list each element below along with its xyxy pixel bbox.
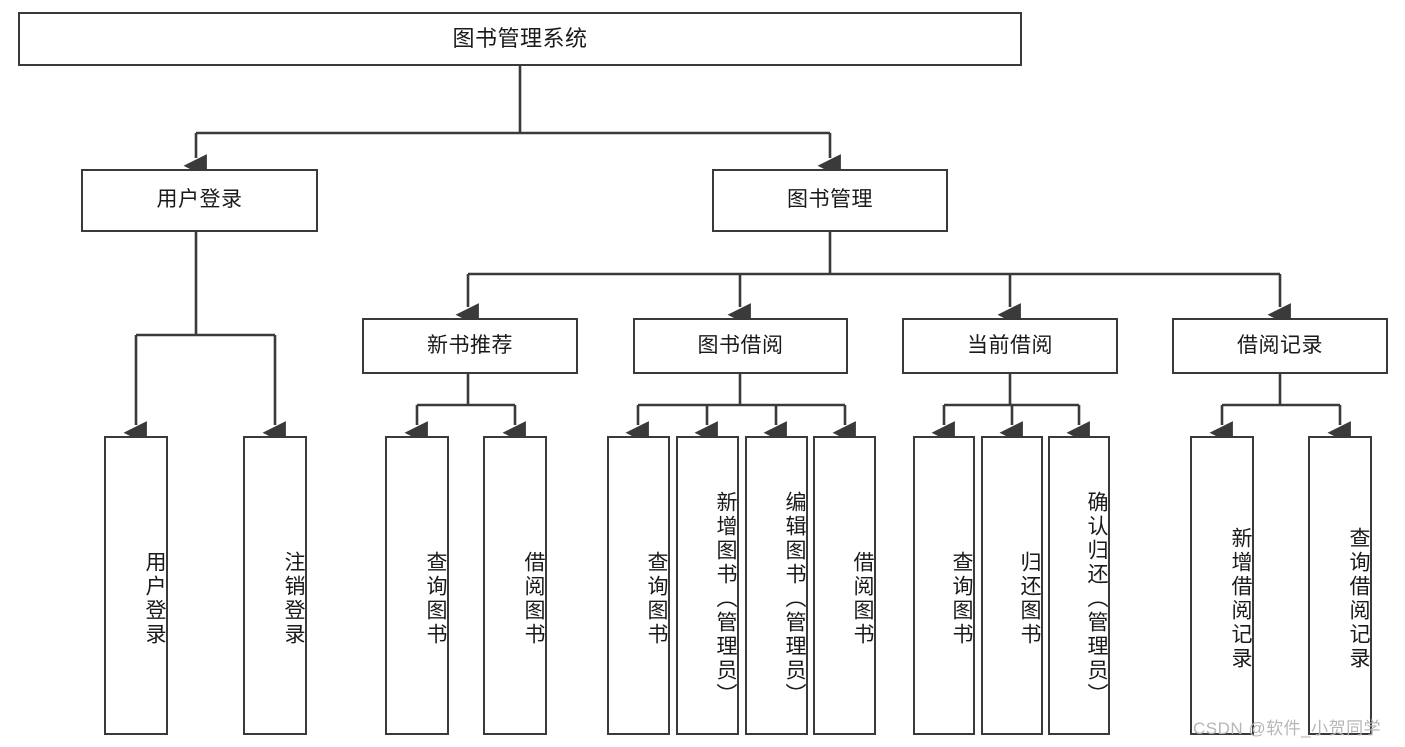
node-label: 确认归还（管理员）	[1085, 490, 1108, 707]
node-label: 图书借阅	[697, 333, 784, 357]
leaf-book-borrow-add[interactable]: 新增图书（管理员）	[676, 436, 739, 735]
node-label: 查询图书	[424, 550, 447, 647]
node-label: 用户登录	[143, 550, 166, 647]
leaf-book-borrow-query[interactable]: 查询图书	[607, 436, 670, 735]
leaf-borrow-record-add[interactable]: 新增借阅记录	[1190, 436, 1254, 735]
node-label: 图书管理	[787, 188, 873, 212]
node-book-borrow[interactable]: 图书借阅	[633, 318, 848, 374]
leaf-current-borrow-confirm-return[interactable]: 确认归还（管理员）	[1048, 436, 1110, 735]
leaf-user-login-login[interactable]: 用户登录	[104, 436, 168, 735]
leaf-current-borrow-query[interactable]: 查询图书	[913, 436, 975, 735]
node-label: 注销登录	[282, 550, 305, 647]
node-label: 用户登录	[156, 188, 243, 212]
node-label: 编辑图书（管理员）	[783, 490, 806, 707]
node-new-book-recommend[interactable]: 新书推荐	[362, 318, 578, 374]
node-label: 新增图书（管理员）	[714, 490, 737, 707]
node-root-system[interactable]: 图书管理系统	[18, 12, 1022, 66]
node-label: 查询图书	[645, 550, 668, 647]
node-label: 新书推荐	[427, 333, 513, 357]
csdn-watermark: CSDN @软件_小贺同学	[1193, 719, 1382, 738]
node-label: 图书管理系统	[452, 26, 588, 52]
leaf-new-book-query[interactable]: 查询图书	[385, 436, 449, 735]
node-label: 借阅图书	[522, 550, 545, 647]
node-label: 当前借阅	[967, 333, 1053, 357]
node-borrow-record[interactable]: 借阅记录	[1172, 318, 1388, 374]
node-label: 查询借阅记录	[1347, 526, 1370, 671]
node-book-management[interactable]: 图书管理	[712, 169, 948, 232]
node-current-borrow[interactable]: 当前借阅	[902, 318, 1118, 374]
node-label: 查询图书	[950, 550, 973, 647]
leaf-current-borrow-return[interactable]: 归还图书	[981, 436, 1043, 735]
leaf-new-book-borrow[interactable]: 借阅图书	[483, 436, 547, 735]
leaf-book-borrow-borrow[interactable]: 借阅图书	[813, 436, 876, 735]
leaf-book-borrow-edit[interactable]: 编辑图书（管理员）	[745, 436, 808, 735]
node-user-login[interactable]: 用户登录	[81, 169, 318, 232]
node-label: 新增借阅记录	[1229, 526, 1252, 671]
node-label: 借阅记录	[1237, 333, 1323, 357]
leaf-user-login-logout[interactable]: 注销登录	[243, 436, 307, 735]
node-label: 归还图书	[1018, 550, 1041, 647]
leaf-borrow-record-query[interactable]: 查询借阅记录	[1308, 436, 1372, 735]
node-label: 借阅图书	[851, 550, 874, 647]
